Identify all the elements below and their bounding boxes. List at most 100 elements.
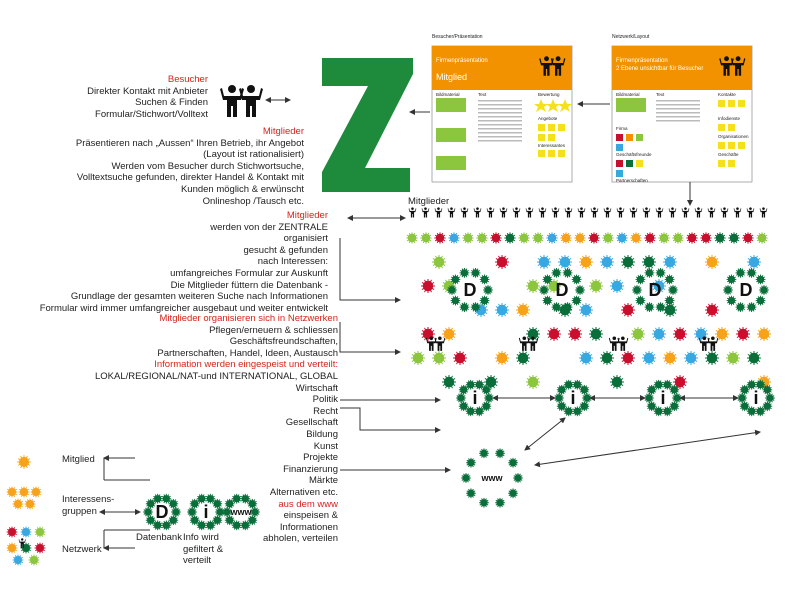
info-hub-ring — [481, 384, 492, 395]
member-person-icon — [447, 207, 456, 218]
member-person-icon — [564, 207, 573, 218]
www-hub-ring — [479, 448, 489, 459]
info-hub-ring — [458, 401, 469, 412]
legend-info-hub-ring — [196, 520, 207, 531]
network-node — [560, 232, 572, 244]
info-hub-ring — [765, 393, 775, 403]
network-node — [441, 374, 457, 390]
member-person-icon — [421, 207, 430, 218]
network-node — [574, 232, 586, 244]
legend-www-hub-ring — [231, 493, 242, 504]
network-node — [602, 232, 614, 244]
network-node — [756, 232, 768, 244]
panel-left-col3b: Angebote — [538, 116, 558, 121]
panel-right-col3c: Organisationen — [718, 134, 749, 139]
network-line2: Finanzierung — [283, 463, 338, 475]
member-person-icon — [525, 207, 534, 218]
network-node — [504, 232, 516, 244]
database-hub-ring — [450, 274, 461, 285]
network-node — [448, 232, 460, 244]
panel-right-people-icon — [718, 54, 746, 83]
visitor-people-icon — [218, 84, 264, 118]
panel-right-col2: Text — [656, 92, 665, 97]
network-line2: Märkte — [308, 475, 338, 487]
database-hub-ring — [539, 285, 549, 295]
network-node — [714, 326, 730, 342]
info-hub-ring — [474, 379, 485, 390]
legend-database-hub-ring — [145, 515, 156, 526]
member-person-icon — [720, 207, 729, 218]
group-people-icon — [608, 336, 629, 351]
database-hub-ring — [562, 302, 573, 312]
network-line2: Alternativen etc. — [269, 486, 338, 498]
database-hub-ring — [470, 302, 481, 312]
info-hub-ring — [746, 379, 757, 390]
legend-network-node — [12, 554, 24, 566]
network-node — [588, 232, 600, 244]
info-hub-ring — [672, 393, 682, 403]
www-hub-ring — [461, 473, 471, 483]
info-hub-ring — [554, 393, 564, 403]
www-hub-ring — [479, 497, 489, 508]
member-person-icon — [681, 207, 690, 218]
member-person-icon — [408, 207, 417, 218]
member-person-icon — [499, 207, 508, 218]
member-person-icon — [629, 207, 638, 218]
central-line: umfangreiches Formular zur Auskunft — [170, 267, 328, 279]
www-hub-ring — [513, 473, 523, 483]
network-line: Partnerschaften, Handel, Ideen, Austausc… — [157, 347, 338, 359]
network-node — [630, 326, 646, 342]
info-hub-symbol: i — [570, 388, 575, 408]
database-hub-ring — [542, 295, 553, 306]
legend-info-hub-ring — [212, 515, 223, 526]
database-hub-ring — [562, 268, 573, 278]
member-person-icon — [434, 207, 443, 218]
database-hub-ring — [726, 295, 737, 306]
info-hub-ring — [579, 384, 590, 395]
legend-www-hub-ring — [240, 520, 251, 531]
legend-info-hub-ring — [212, 498, 223, 509]
network-members-label: Mitglieder — [408, 196, 450, 207]
visitor-heading: Besucher — [167, 74, 208, 85]
network-node — [735, 326, 751, 342]
member-person-icon — [694, 207, 703, 218]
legend-database-hub-ring — [143, 507, 153, 517]
network-node — [462, 232, 474, 244]
database-hub-symbol: D — [649, 280, 662, 300]
network-node — [651, 326, 667, 342]
network-node — [557, 254, 573, 270]
www-hub-ring — [495, 497, 505, 508]
panel-right-col1: Bildmaterial — [616, 92, 640, 97]
database-hub-ring — [459, 302, 470, 312]
network-node — [651, 278, 667, 294]
network-node — [714, 232, 726, 244]
info-hub-symbol: i — [753, 388, 758, 408]
network-node — [746, 350, 762, 366]
database-hub-ring — [479, 295, 490, 306]
database-hub-ring — [575, 285, 585, 295]
database-hub-ring — [635, 274, 646, 285]
legend-member-node — [17, 455, 31, 469]
network-line2: Wirtschaft — [295, 382, 338, 394]
info-hub-ring — [669, 401, 680, 412]
network-node — [476, 232, 488, 244]
info-hub-ring — [579, 401, 590, 412]
members-intro-block: Mitglieder Präsentieren nach „Aussen“ Ih… — [76, 126, 304, 207]
network-node — [683, 350, 699, 366]
info-hub-ring — [563, 379, 574, 390]
network-node — [630, 232, 642, 244]
info-hub-ring — [662, 406, 673, 417]
network-node — [662, 350, 678, 366]
members-row — [408, 207, 768, 218]
database-hub-symbol: D — [464, 280, 477, 300]
network-node — [588, 326, 604, 342]
database-hub-ring — [470, 268, 481, 278]
legend-database-hub-ring — [161, 520, 172, 531]
database-hub-ring — [735, 268, 746, 278]
network-line2: Politik — [312, 394, 338, 406]
legend-member: Mitglied — [62, 454, 95, 465]
panel-right-col1d: Partnerschaften — [616, 178, 648, 183]
member-person-icon — [577, 207, 586, 218]
z-logo — [322, 58, 413, 192]
